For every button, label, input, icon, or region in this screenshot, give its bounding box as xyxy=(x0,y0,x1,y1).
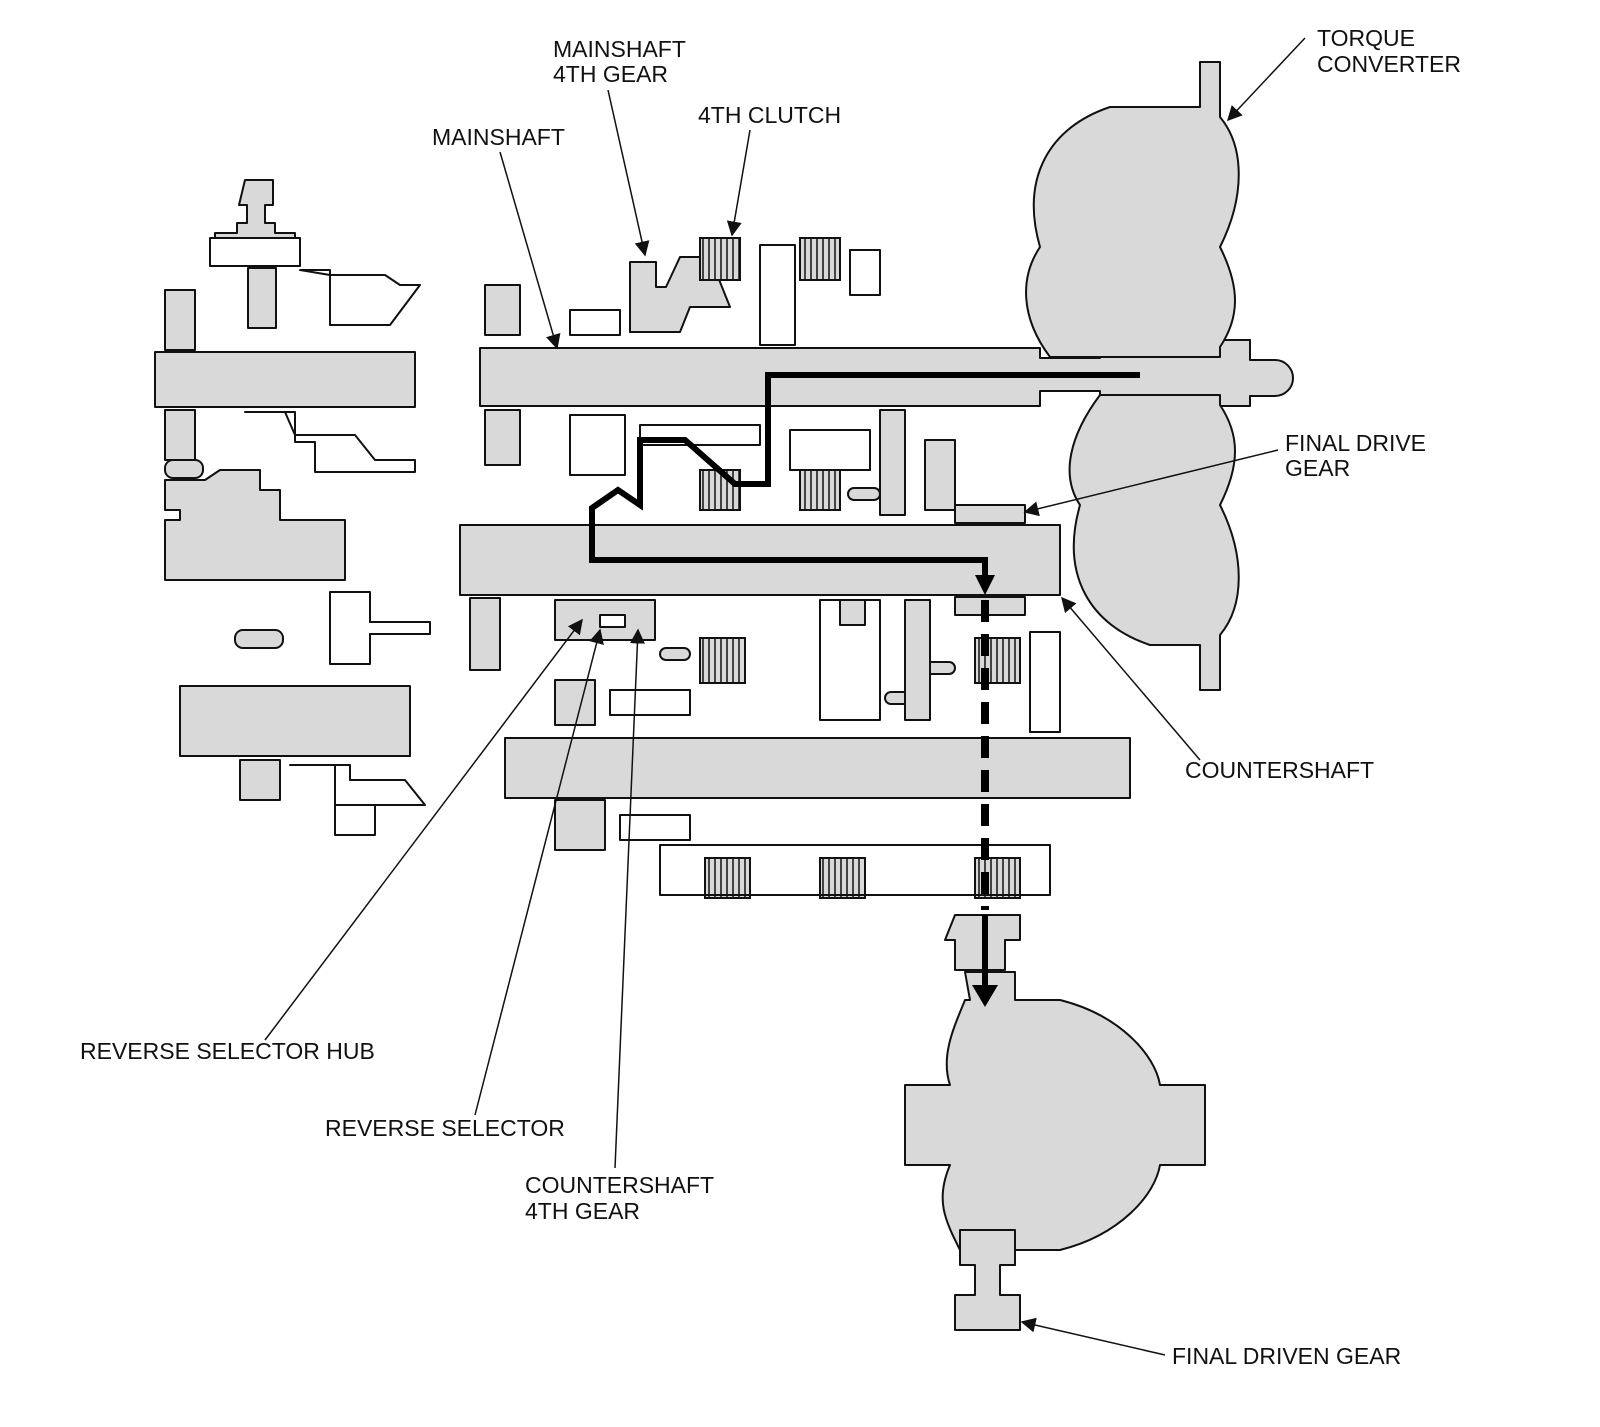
countershaft-assembly xyxy=(459,504,1061,733)
power-flow-line xyxy=(589,372,1140,575)
label-final-drive-gear: FINAL DRIVE GEAR xyxy=(1285,430,1432,481)
torque-converter xyxy=(1025,61,1240,691)
mainshaft-assembly xyxy=(479,237,1294,516)
callout-labels: TORQUE CONVERTER MAINSHAFT 4TH GEAR 4TH … xyxy=(80,25,1461,1369)
label-countershaft: COUNTERSHAFT xyxy=(1185,757,1374,783)
label-mainshaft-4th-gear: MAINSHAFT 4TH GEAR xyxy=(553,36,692,87)
left-shaft-assembly xyxy=(154,179,431,836)
label-4th-clutch: 4TH CLUTCH xyxy=(698,102,841,128)
label-torque-converter: TORQUE CONVERTER xyxy=(1317,25,1461,77)
leader-lines xyxy=(264,37,1306,1356)
power-flow-path xyxy=(589,372,1140,1007)
label-reverse-selector: REVERSE SELECTOR xyxy=(325,1115,565,1141)
label-mainshaft: MAINSHAFT xyxy=(432,124,565,150)
flow-arrowhead-countershaft xyxy=(975,575,995,595)
flow-arrowhead-final-driven xyxy=(972,985,998,1007)
label-countershaft-4th-gear: COUNTERSHAFT 4TH GEAR xyxy=(525,1172,720,1224)
secondary-shaft-assembly xyxy=(504,679,1131,899)
label-final-driven-gear: FINAL DRIVEN GEAR xyxy=(1172,1343,1401,1369)
differential-assembly xyxy=(904,914,1206,1331)
label-reverse-selector-hub: REVERSE SELECTOR HUB xyxy=(80,1038,375,1064)
